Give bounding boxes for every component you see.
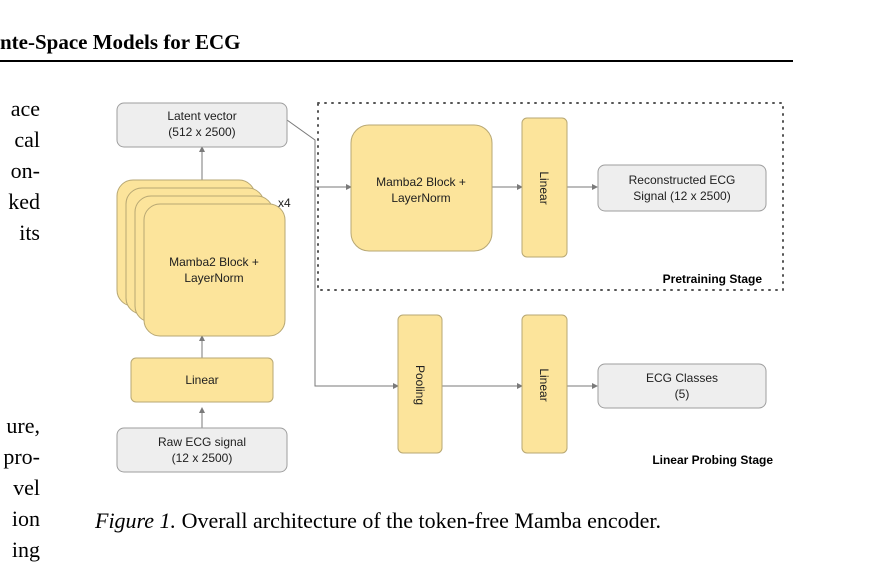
mamba-stack-label: Mamba2 Block +	[169, 255, 259, 269]
edge-latent-to-pooling	[286, 119, 399, 389]
body-text-line: on-	[10, 158, 40, 183]
body-text-line: pro-	[3, 444, 40, 469]
latent-vector-label: Latent vector	[167, 109, 236, 123]
pretrain-linear-label: Linear	[537, 171, 551, 204]
body-text-line: ure,	[6, 413, 40, 438]
pooling-label: Pooling	[413, 365, 427, 405]
pretrain-mamba-label: Mamba2 Block +	[376, 175, 466, 189]
linear-input-node	[130, 357, 274, 403]
body-text-column: ace cal on- ked its ure, pro- vel ion in…	[0, 96, 40, 576]
body-text-line: ing	[11, 537, 40, 562]
latent-vector-dims: (512 x 2500)	[168, 125, 235, 139]
linear-input-label: Linear	[185, 373, 218, 387]
probe-linear-label: Linear	[537, 368, 551, 401]
body-text-line: its	[19, 220, 40, 245]
mamba-stack-label-2: LayerNorm	[184, 271, 243, 285]
running-title: nte-Space Models for ECG	[0, 30, 241, 54]
linear-probing-stage-label: Linear Probing Stage	[652, 453, 773, 467]
raw-ecg-label: Raw ECG signal	[158, 435, 246, 449]
body-text-line: ked	[8, 189, 40, 214]
body-text-line: ion	[11, 506, 40, 531]
caption-label: Figure 1.	[95, 508, 177, 533]
probe-linear-node	[521, 314, 568, 454]
reconstructed-label-2: Signal (12 x 2500)	[633, 189, 730, 203]
reconstructed-node	[597, 164, 767, 212]
pretrain-mamba-label-2: LayerNorm	[391, 191, 450, 205]
ecg-classes-node	[597, 363, 767, 409]
mamba-block-stack	[116, 179, 286, 337]
pretraining-stage-label: Pretraining Stage	[663, 272, 763, 286]
caption-text: Overall architecture of the token-free M…	[176, 508, 662, 533]
repeat-count-label: x4	[278, 196, 291, 210]
ecg-classes-label: ECG Classes	[646, 371, 718, 385]
raw-ecg-dims: (12 x 2500)	[172, 451, 233, 465]
body-text-line: ace	[10, 96, 40, 121]
body-text-line: cal	[14, 127, 40, 152]
ecg-classes-count: (5)	[675, 387, 690, 401]
pooling-node	[397, 314, 443, 454]
figure-caption: Figure 1. Overall architecture of the to…	[95, 508, 661, 534]
header-rule	[0, 60, 793, 62]
reconstructed-label: Reconstructed ECG	[629, 173, 736, 187]
raw-ecg-node	[116, 427, 288, 473]
latent-vector-node	[116, 102, 288, 148]
pretrain-linear-node	[521, 117, 568, 258]
pretrain-mamba-node	[350, 124, 493, 252]
pretraining-stage-region	[317, 102, 784, 291]
body-text-line: vel	[13, 475, 40, 500]
